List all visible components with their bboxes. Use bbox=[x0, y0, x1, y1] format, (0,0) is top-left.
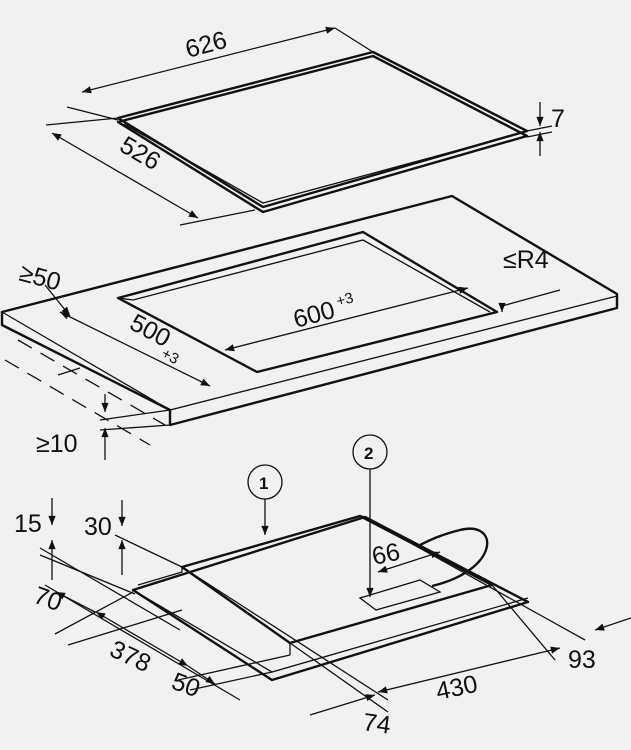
dim-30: 30 bbox=[84, 513, 112, 541]
dim-378: 378 bbox=[105, 635, 155, 678]
dim-15: 15 bbox=[14, 510, 42, 538]
dim-430: 430 bbox=[433, 670, 480, 706]
dim-thickness: 7 bbox=[551, 105, 565, 133]
hob-glass bbox=[116, 50, 529, 209]
dim-corner-radius: ≤R4 bbox=[503, 246, 549, 274]
hob-frame bbox=[131, 515, 530, 682]
dim-74: 74 bbox=[361, 708, 393, 740]
dim-cutout-width: 600 +3 bbox=[290, 289, 355, 334]
dim-70: 70 bbox=[30, 581, 66, 617]
dim-width: 626 bbox=[182, 26, 230, 64]
svg-text:+3: +3 bbox=[334, 289, 355, 310]
dim-line-depth bbox=[51, 132, 199, 219]
svg-text:1: 1 bbox=[259, 474, 268, 493]
dim-66: 66 bbox=[369, 538, 402, 571]
dim-min-front-distance: ≥50 bbox=[16, 259, 63, 297]
dim-line-width bbox=[81, 26, 336, 94]
connection-box bbox=[358, 579, 442, 611]
svg-text:+3: +3 bbox=[159, 345, 182, 368]
hob-underside-view: 1 2 15 30 70 378 50 74 430 93 bbox=[14, 434, 631, 740]
dim-93: 93 bbox=[568, 646, 596, 674]
power-cable bbox=[419, 527, 489, 588]
cutout-opening bbox=[116, 230, 499, 374]
svg-text:600: 600 bbox=[290, 296, 338, 334]
worktop-cutout-view: ≥50 500 +3 600 +3 ≤R4 ≥10 bbox=[0, 194, 619, 460]
dim-min-worktop-thickness: ≥10 bbox=[36, 430, 78, 458]
svg-text:2: 2 bbox=[364, 444, 373, 463]
hob-top-view: 626 526 7 bbox=[45, 26, 565, 226]
hob-edge bbox=[116, 54, 529, 214]
dim-depth: 526 bbox=[115, 131, 165, 176]
